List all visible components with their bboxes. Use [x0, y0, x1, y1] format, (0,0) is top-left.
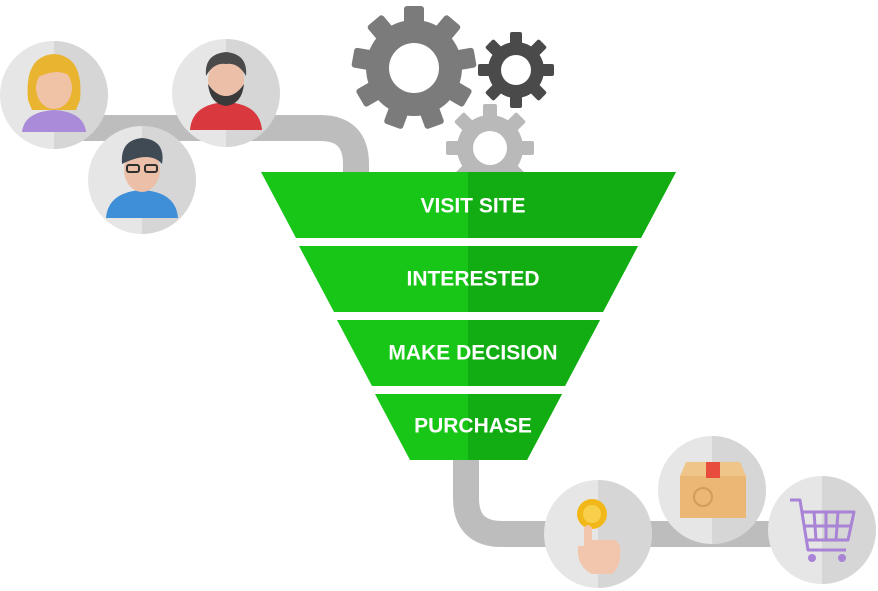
funnel-stage-make-decision: MAKE DECISION — [337, 320, 600, 386]
coin-tap-icon — [544, 480, 652, 588]
funnel: VISIT SITE INTERESTED MAKE DECISION PURC… — [261, 172, 676, 460]
stage-label: PURCHASE — [414, 415, 532, 438]
funnel-stage-interested: INTERESTED — [299, 246, 638, 312]
dark-gear-icon — [478, 32, 554, 108]
man-with-glasses-avatar-icon — [88, 126, 196, 234]
top-pipe — [60, 115, 369, 178]
shopping-cart-icon — [768, 476, 876, 584]
large-gear-icon — [351, 6, 477, 129]
stage-label: VISIT SITE — [420, 195, 525, 218]
funnel-stage-visit-site: VISIT SITE — [261, 172, 676, 238]
stage-label: INTERESTED — [406, 268, 539, 291]
funnel-stage-purchase: PURCHASE — [375, 394, 562, 460]
stage-label: MAKE DECISION — [388, 342, 557, 365]
bearded-man-avatar-icon — [172, 39, 280, 147]
woman-avatar-icon — [0, 41, 108, 149]
bottom-pipe — [453, 450, 820, 547]
